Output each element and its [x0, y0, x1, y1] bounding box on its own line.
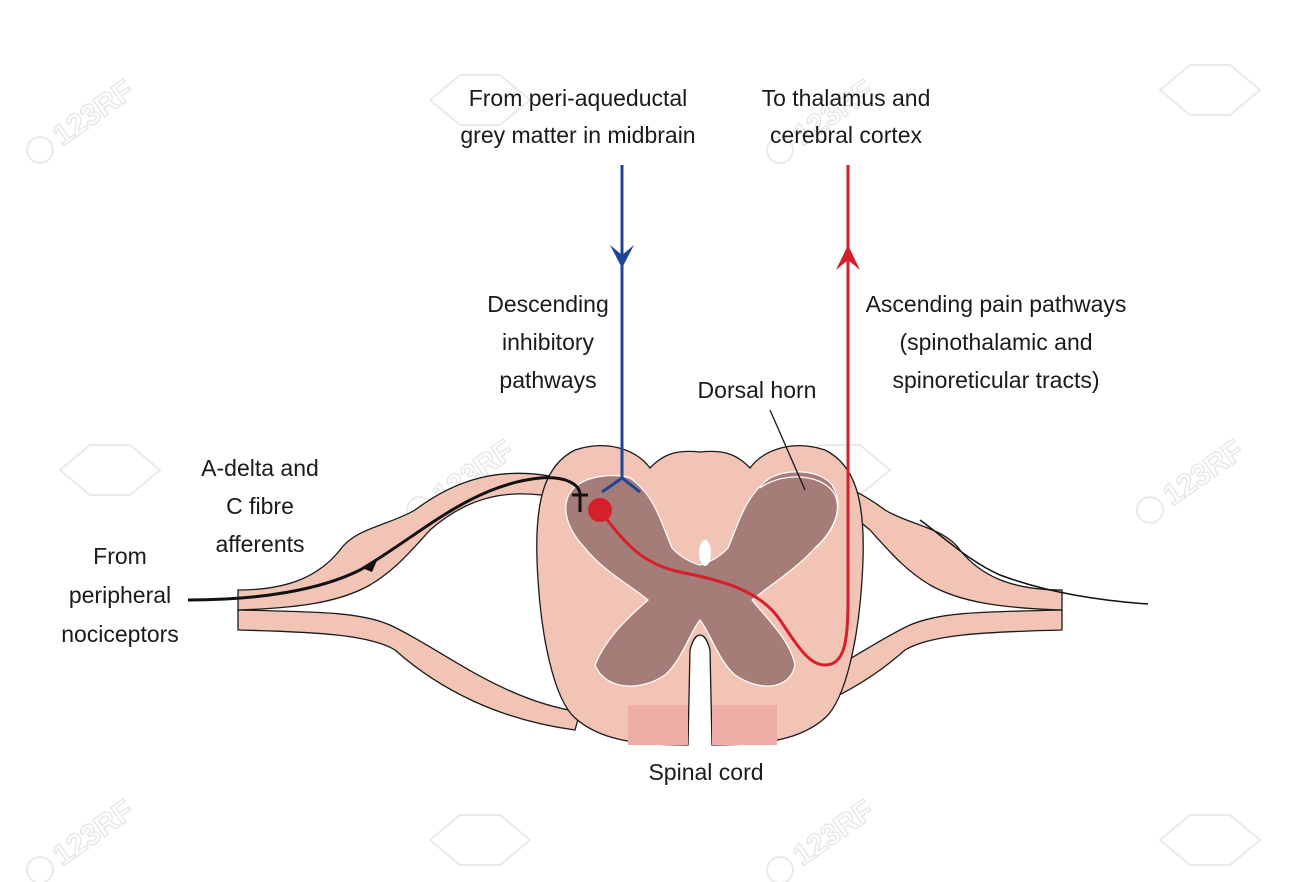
- label-spinal-cord: Spinal cord: [648, 759, 763, 785]
- watermark-text: 123RF: [1157, 434, 1250, 513]
- label-adelta-2: C fibre: [226, 493, 294, 519]
- watermark-text: 123RF: [47, 794, 140, 873]
- label-ascending-1: Ascending pain pathways: [866, 291, 1127, 317]
- afferent-fibre: [187, 476, 1149, 605]
- left-ventral-root: [237, 609, 581, 731]
- ascending-line: [598, 165, 850, 667]
- descending-arrow-icon: [610, 245, 634, 268]
- labels: From peri-aqueductal grey matter in midb…: [61, 85, 1126, 785]
- label-top-left-1: From peri-aqueductal: [469, 85, 688, 111]
- label-from-2: peripheral: [69, 582, 171, 608]
- label-top-right-1: To thalamus and: [762, 85, 931, 111]
- descending-fork: [601, 476, 641, 494]
- label-descending-1: Descending: [487, 291, 608, 317]
- afferent-arrow-icon: [362, 558, 378, 572]
- label-from-1: From: [93, 543, 147, 569]
- descending-pathway: [601, 165, 641, 494]
- label-top-left-2: grey matter in midbrain: [460, 122, 695, 148]
- label-adelta-3: afferents: [215, 531, 304, 557]
- label-top-right-2: cerebral cortex: [770, 122, 923, 148]
- label-dorsal-horn: Dorsal horn: [698, 377, 817, 403]
- spinal-cord: [536, 445, 864, 746]
- label-ascending-3: spinoreticular tracts): [892, 367, 1099, 393]
- label-from-3: nociceptors: [61, 621, 179, 647]
- grey-matter: [565, 471, 839, 687]
- ventral-patch-right: [712, 705, 777, 745]
- afferent-line: [187, 476, 582, 602]
- watermark-text: 123RF: [47, 74, 140, 153]
- dorsal-horn-leader: [769, 409, 806, 491]
- ventral-patch-left: [628, 705, 688, 745]
- right-afferent-line: [919, 519, 1149, 605]
- label-ascending-2: (spinothalamic and: [899, 329, 1092, 355]
- label-adelta-1: A-delta and: [201, 455, 319, 481]
- central-canal: [699, 540, 711, 566]
- watermark-text: 123RF: [787, 794, 880, 873]
- ascending-arrow-icon: [836, 245, 860, 270]
- label-descending-3: pathways: [499, 367, 596, 393]
- ascending-pathway: [588, 165, 860, 667]
- dorsal-horn-outline: [759, 476, 839, 549]
- label-descending-2: inhibitory: [502, 329, 595, 355]
